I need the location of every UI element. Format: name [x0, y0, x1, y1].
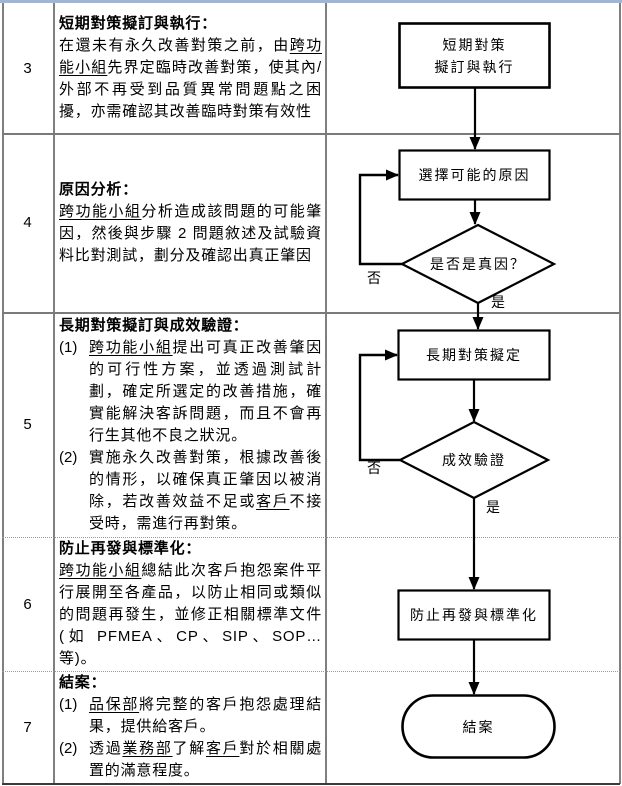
step-5-title: 長期對策擬訂與成效驗證：	[59, 316, 249, 334]
table-bottom-border	[2, 783, 620, 785]
flow-diamond-is-true-cause	[399, 223, 557, 305]
step-7-title: 結案：	[59, 674, 107, 691]
step-4-description: 原因分析： 跨功能小組分析造成該問題的可能肇因，然後與步驟 2 問題敘述及試驗資…	[59, 134, 322, 311]
column-divider-num-text	[53, 3, 55, 784]
table-left-border	[2, 3, 4, 784]
step-7-item-1: (1) 品保部將完整的客戶抱怨處理結果，提供給客戶。	[59, 694, 322, 738]
step-6-description: 防止再發與標準化： 跨功能小組總結此次客戶抱怨案件平行展開至各產品，以防止相同或…	[59, 538, 322, 670]
item-number: (2)	[59, 740, 78, 757]
row-number-6: 6	[23, 595, 32, 613]
flow-diamond-verify-effect	[397, 420, 551, 500]
row-divider-3-4	[2, 133, 620, 135]
loop-no-decision1-to-select	[358, 169, 402, 266]
flow-box-select-cause	[398, 149, 551, 201]
step-6-title: 防止再發與標準化：	[59, 540, 202, 557]
loop-no-decision2-to-longterm	[358, 349, 400, 462]
column-divider-text-flow	[325, 3, 327, 784]
item-number: (1)	[59, 696, 78, 713]
step-7-item-2: (2) 透過業務部了解客戶對於相關處置的滿意程度。	[59, 738, 322, 782]
row-number-3: 3	[23, 59, 32, 77]
item-text: 品保部將完整的客戶抱怨處理結果，提供給客戶。	[89, 696, 322, 735]
step-5-item-1: (1) 跨功能小組提出可真正改善肇因的可行性方案，並透過測試計劃，確定所選定的改…	[59, 337, 322, 447]
table-top-border	[0, 0, 622, 3]
item-text: 跨功能小組提出可真正改善肇因的可行性方案，並透過測試計劃，確定所選定的改善措施，…	[89, 338, 322, 444]
row-number-4: 4	[23, 214, 32, 231]
step-5-description: 長期對策擬訂與成效驗證： (1) 跨功能小組提出可真正改善肇因的可行性方案，並透…	[59, 313, 322, 536]
row-divider-6-7	[2, 671, 620, 672]
row-divider-4-5	[2, 312, 620, 314]
flow-terminator-close-case	[401, 694, 556, 759]
step-4-title: 原因分析：	[59, 180, 139, 198]
flow-box-prevent-recur	[397, 589, 551, 641]
row-divider-5-6	[2, 537, 620, 538]
flow-box-long-term	[397, 329, 551, 381]
row-number-5: 5	[23, 416, 32, 433]
step-6-body: 跨功能小組總結此次客戶抱怨案件平行展開至各產品，以防止相同或類似的問題再發生，並…	[59, 562, 322, 667]
flow-box-short-term	[398, 22, 551, 89]
item-text: 實施永久改善對策，根據改善後的情形，以確保真正肇因以被消除，若改善效益不足或客戶…	[89, 448, 322, 532]
item-number: (2)	[59, 448, 78, 466]
step-4-body: 跨功能小組分析造成該問題的可能肇因，然後與步驟 2 問題敘述及試驗資料比對測試，…	[59, 202, 322, 264]
item-text: 透過業務部了解客戶對於相關處置的滿意程度。	[89, 740, 323, 779]
step-3-title: 短期對策擬訂與執行：	[59, 15, 218, 32]
item-number: (1)	[59, 338, 78, 356]
step-3-description: 短期對策擬訂與執行： 在還未有永久改善對策之前，由跨功能小組先界定臨時改善對策，…	[59, 4, 322, 132]
step-5-item-2: (2) 實施永久改善對策，根據改善後的情形，以確保真正肇因以被消除，若改善效益不…	[59, 447, 322, 535]
step-7-description: 結案： (1) 品保部將完整的客戶抱怨處理結果，提供給客戶。 (2) 透過業務部…	[59, 672, 322, 782]
row-number-7: 7	[23, 718, 32, 736]
step-3-body: 在還未有永久改善對策之前，由跨功能小組先界定臨時改善對策，使其內/外部不再受到品…	[59, 37, 322, 120]
table-right-border	[619, 3, 621, 784]
